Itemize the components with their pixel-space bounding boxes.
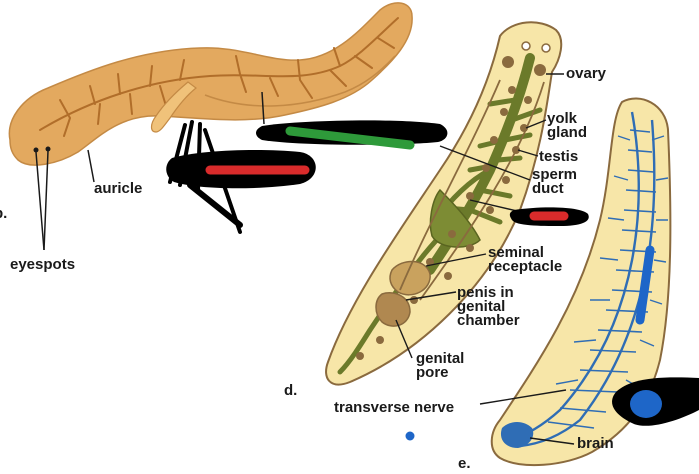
sperm-ducts: [399, 79, 545, 301]
label-brain: brain: [577, 435, 614, 452]
label-auricle: auricle: [94, 180, 143, 197]
ovary-left: [502, 56, 514, 68]
label-genital-pore: genital pore: [416, 350, 465, 381]
label-ovary: ovary: [566, 65, 607, 82]
eyespot-left: [33, 147, 39, 153]
label-transverse-nerve: transverse nerve: [334, 399, 455, 416]
lateral-branches: [555, 135, 669, 389]
label-seminal-receptacle: seminal receptacle: [488, 244, 563, 275]
eyespot-d-right: [541, 43, 551, 53]
eyespots-leader-2: [43, 150, 49, 251]
body-leader: [261, 91, 265, 125]
label-testis: testis: [539, 148, 579, 165]
planarian-pharynx: [150, 81, 197, 133]
scribble-annotations-b: [166, 120, 448, 234]
panel-label-d: d.: [284, 382, 298, 399]
eyespot-right: [45, 146, 51, 152]
eyespots-leader-1: [35, 151, 45, 251]
reproductive-system-drawing: [325, 21, 589, 386]
eyespot-d-left: [521, 41, 531, 51]
nerve-cords: [509, 111, 656, 448]
auricle-leader: [87, 149, 95, 183]
label-eyespots: eyespots: [10, 256, 76, 273]
leaders-e: [479, 389, 575, 445]
panel-label-e: e.: [458, 455, 471, 472]
blue-dot-mark: [405, 431, 415, 441]
blue-mark-e: [635, 245, 655, 325]
planarian-photo: [8, 2, 413, 251]
label-sperm-duct: sperm duct: [532, 166, 578, 197]
leaders-d: [395, 73, 564, 359]
nervous-system-drawing: [405, 97, 699, 467]
planarian-ventral-fold: [204, 55, 396, 107]
planarian-body: [8, 2, 413, 166]
green-mark: [285, 126, 415, 150]
panel-label-b: b.: [0, 205, 8, 222]
genital-chamber: [375, 292, 411, 327]
transverse-nerves: [547, 129, 657, 429]
label-yolk-gland: yolk gland: [547, 110, 587, 141]
blue-circle-mark: [630, 390, 662, 418]
label-penis-genital-chamber: penis in genital chamber: [457, 284, 520, 329]
brain-e: [500, 422, 534, 448]
ovary-right: [534, 64, 546, 76]
planarian-gut-branches: [39, 17, 399, 137]
organism-outline-e: [490, 97, 672, 467]
